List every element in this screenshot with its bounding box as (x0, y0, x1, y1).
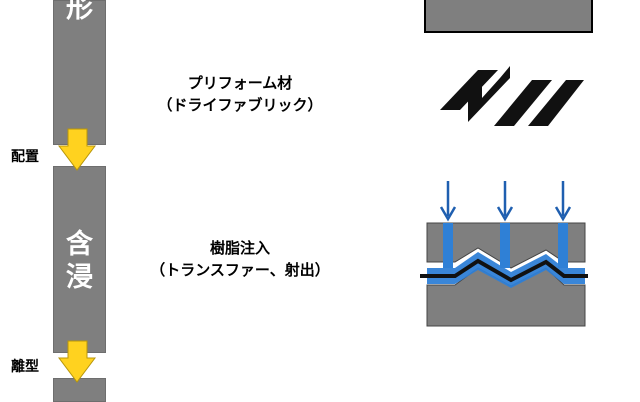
rail-segment-forming (53, 0, 106, 145)
step-arrow-demolding (58, 340, 96, 383)
mold-top-partial (424, 0, 593, 33)
stage-label-injection-line1: 樹脂注入 (209, 239, 270, 257)
stage-label-injection-line2: （トランスファー、射出） (150, 261, 330, 279)
stage-label-preform-line1: プリフォーム材 (187, 74, 293, 92)
rail-label-forming: 形 (66, 0, 93, 24)
step-label-placement: 配置 (11, 149, 39, 165)
injection-mold-diagram (420, 222, 588, 327)
preform-fabric-icon (440, 66, 584, 126)
step-label-demolding: 離型 (11, 359, 39, 375)
stage-label-preform-line2: （ドライファブリック） (157, 96, 323, 114)
rail-label-impregnation-1: 含 (66, 229, 93, 260)
injection-arrows (439, 181, 572, 222)
step-arrow-placement (58, 128, 96, 171)
stage-label-preform: プリフォーム材 （ドライファブリック） (140, 72, 340, 116)
rail-label-impregnation-2: 浸 (66, 262, 93, 293)
stage-label-injection: 樹脂注入 （トランスファー、射出） (130, 237, 350, 281)
